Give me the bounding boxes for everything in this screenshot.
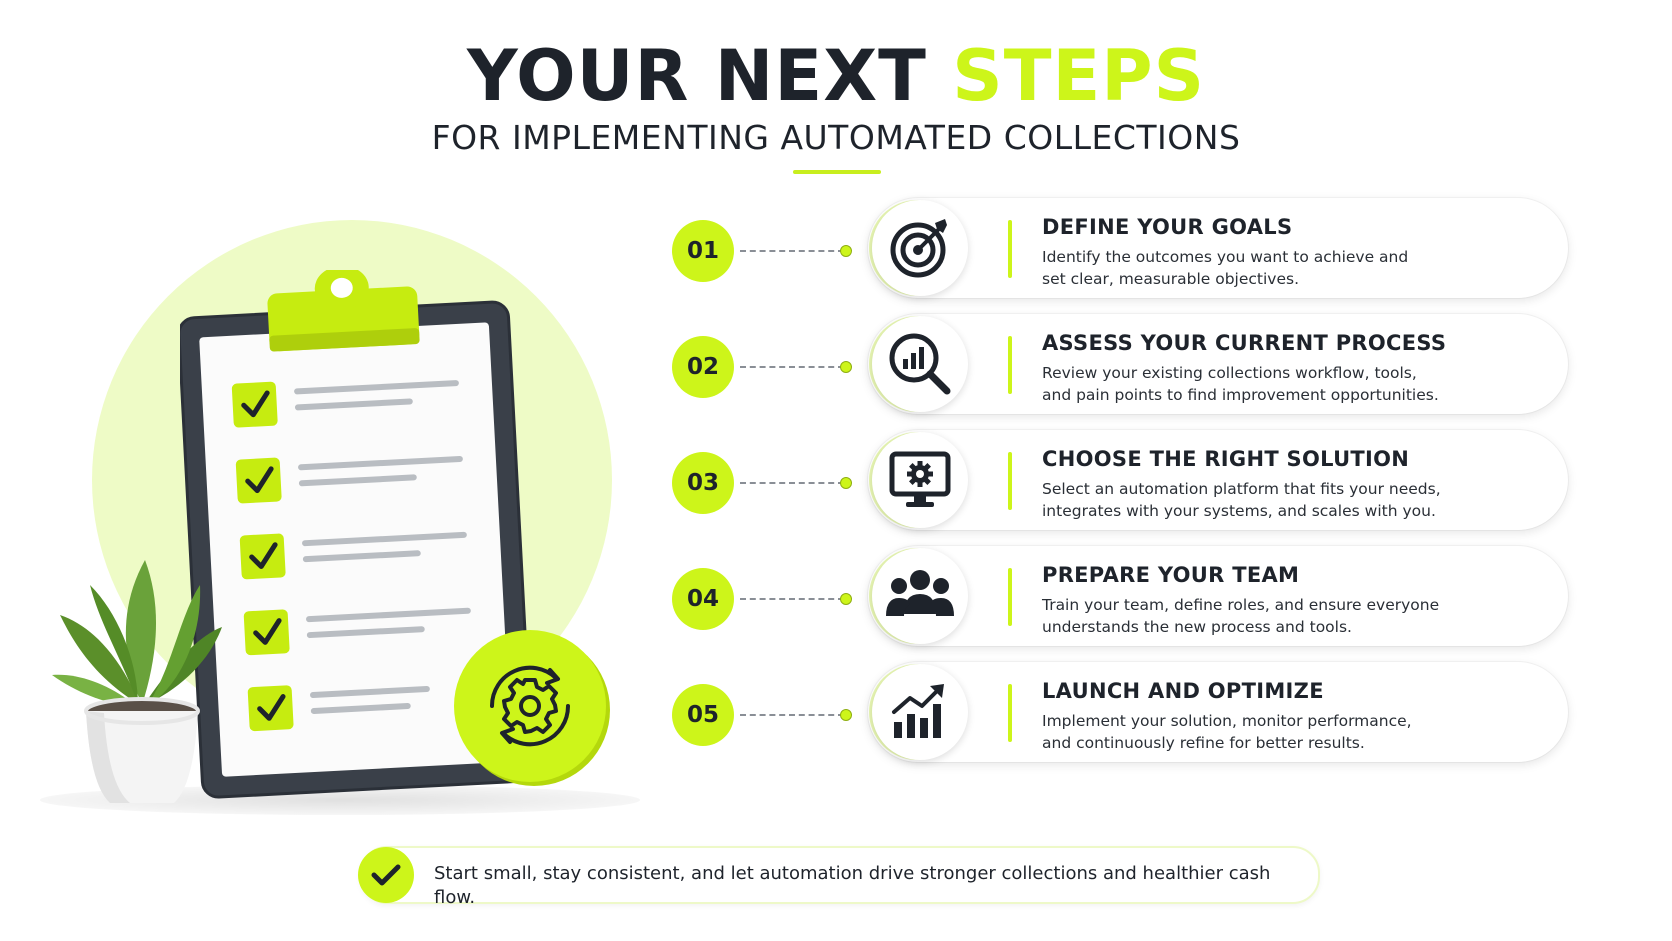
title-accent: STEPS xyxy=(952,35,1205,117)
step-card-background xyxy=(868,662,1568,762)
step-description: Implement your solution, monitor perform… xyxy=(1042,710,1462,754)
step-card: 01 DEFINE YOUR GOALS Identify the outcom… xyxy=(672,198,1572,302)
step-accent-bar xyxy=(1008,684,1012,742)
gear-cycle-icon xyxy=(454,630,610,786)
step-connector-dot xyxy=(840,245,852,257)
growth-chart-icon xyxy=(892,684,944,738)
step-card: 04 PREPARE YOUR TEAM Train your team, de… xyxy=(672,546,1572,650)
step-number: 01 xyxy=(672,220,734,282)
step-connector-line xyxy=(740,714,844,716)
step-accent-bar xyxy=(1008,568,1012,626)
checklist-item xyxy=(239,531,467,580)
step-connector-dot xyxy=(840,477,852,489)
step-card: 03 CHOOSE THE RIGHT SOLUTION Select an a… xyxy=(672,430,1572,534)
checklist-item xyxy=(243,607,471,656)
step-description: Review your existing collections workflo… xyxy=(1042,362,1462,406)
step-connector-line xyxy=(740,598,844,600)
step-description-line: Select an automation platform that fits … xyxy=(1042,480,1441,498)
step-icon-circle xyxy=(872,432,968,528)
page-title: YOUR NEXT STEPS xyxy=(0,34,1672,118)
page-subtitle: FOR IMPLEMENTING AUTOMATED COLLECTIONS xyxy=(431,118,1241,157)
step-icon-circle xyxy=(872,548,968,644)
step-description-line: integrates with your systems, and scales… xyxy=(1042,502,1436,520)
step-title: LAUNCH AND OPTIMIZE xyxy=(1042,679,1324,703)
step-number: 05 xyxy=(672,684,734,746)
step-accent-bar xyxy=(1008,452,1012,510)
step-accent-bar xyxy=(1008,220,1012,278)
check-icon xyxy=(371,864,401,886)
step-number: 03 xyxy=(672,452,734,514)
step-card-background xyxy=(868,314,1568,414)
checklist-item xyxy=(235,455,463,504)
monitor-gear-icon xyxy=(889,451,951,507)
title-underline xyxy=(793,170,881,174)
step-description: Identify the outcomes you want to achiev… xyxy=(1042,246,1462,290)
potted-plant-icon xyxy=(52,560,222,803)
step-card: 02 ASSESS YOUR CURRENT PROCESS Review yo… xyxy=(672,314,1572,418)
step-title: CHOOSE THE RIGHT SOLUTION xyxy=(1042,447,1410,471)
step-connector-line xyxy=(740,482,844,484)
step-card-background xyxy=(868,430,1568,530)
step-title: ASSESS YOUR CURRENT PROCESS xyxy=(1042,331,1447,355)
step-icon-circle xyxy=(872,200,968,296)
magnifier-chart-icon xyxy=(889,333,951,395)
step-connector-line xyxy=(740,366,844,368)
step-card-background xyxy=(868,546,1568,646)
step-card-background xyxy=(868,198,1568,298)
title-main: YOUR NEXT xyxy=(466,35,953,117)
target-icon xyxy=(890,219,947,278)
clipboard-illustration xyxy=(40,210,640,815)
step-connector-dot xyxy=(840,361,852,373)
clipboard-icon xyxy=(180,270,534,799)
step-title: DEFINE YOUR GOALS xyxy=(1042,215,1293,239)
step-title: PREPARE YOUR TEAM xyxy=(1042,563,1300,587)
step-description-line: and continuously refine for better resul… xyxy=(1042,734,1365,752)
step-number: 04 xyxy=(672,568,734,630)
step-description-line: Implement your solution, monitor perform… xyxy=(1042,712,1412,730)
footer-banner xyxy=(360,846,1320,904)
step-connector-dot xyxy=(840,709,852,721)
footer-text: Start small, stay consistent, and let au… xyxy=(434,863,1271,908)
step-description-line: and pain points to find improvement oppo… xyxy=(1042,386,1439,404)
step-description-line: Review your existing collections workflo… xyxy=(1042,364,1417,382)
step-number: 02 xyxy=(672,336,734,398)
step-connector-dot xyxy=(840,593,852,605)
step-description-line: understands the new process and tools. xyxy=(1042,618,1352,636)
footer-check-badge xyxy=(358,847,414,903)
step-connector-line xyxy=(740,250,844,252)
checklist-item xyxy=(247,685,430,732)
step-description-line: set clear, measurable objectives. xyxy=(1042,270,1299,288)
checklist-item xyxy=(231,380,459,428)
step-accent-bar xyxy=(1008,336,1012,394)
step-description: Train your team, define roles, and ensur… xyxy=(1042,594,1462,638)
step-icon-circle xyxy=(872,316,968,412)
team-icon xyxy=(886,570,954,616)
step-description: Select an automation platform that fits … xyxy=(1042,478,1462,522)
step-description-line: Identify the outcomes you want to achiev… xyxy=(1042,248,1409,266)
step-description-line: Train your team, define roles, and ensur… xyxy=(1042,596,1440,614)
step-card: 05 LAUNCH AND OPTIMIZE Implement your so… xyxy=(672,662,1572,766)
step-icon-circle xyxy=(872,664,968,760)
